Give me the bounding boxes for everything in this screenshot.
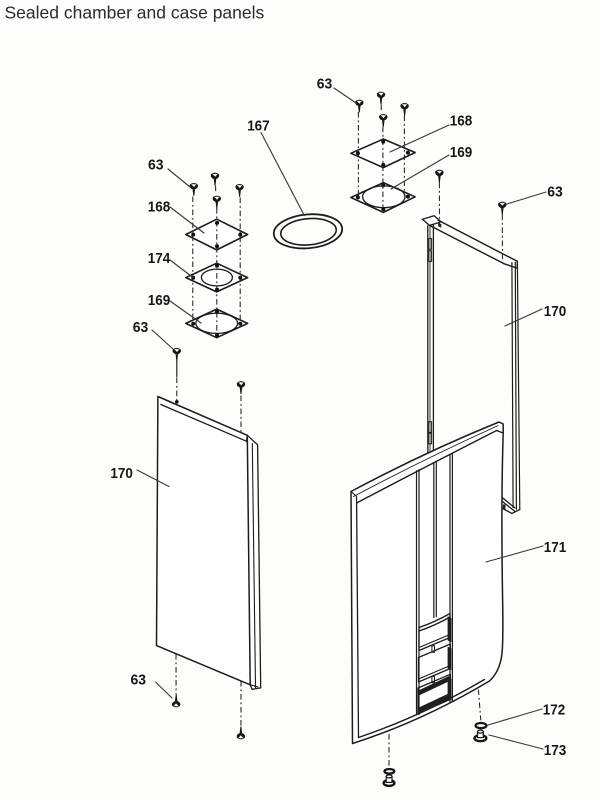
svg-text:173: 173 [544, 742, 567, 759]
svg-text:63: 63 [317, 76, 333, 93]
svg-text:167: 167 [247, 118, 270, 135]
svg-text:169: 169 [450, 144, 473, 161]
svg-text:168: 168 [148, 199, 171, 216]
svg-text:63: 63 [131, 672, 147, 689]
svg-text:63: 63 [133, 319, 149, 336]
svg-text:172: 172 [543, 702, 566, 719]
svg-text:170: 170 [544, 303, 567, 320]
svg-text:Sealed chamber and case panels: Sealed chamber and case panels [5, 3, 265, 23]
svg-text:174: 174 [148, 250, 171, 267]
svg-text:171: 171 [544, 539, 567, 556]
svg-text:63: 63 [547, 183, 563, 200]
svg-text:63: 63 [148, 157, 164, 174]
svg-text:170: 170 [110, 465, 132, 482]
svg-text:169: 169 [148, 292, 171, 309]
svg-text:168: 168 [450, 112, 473, 129]
